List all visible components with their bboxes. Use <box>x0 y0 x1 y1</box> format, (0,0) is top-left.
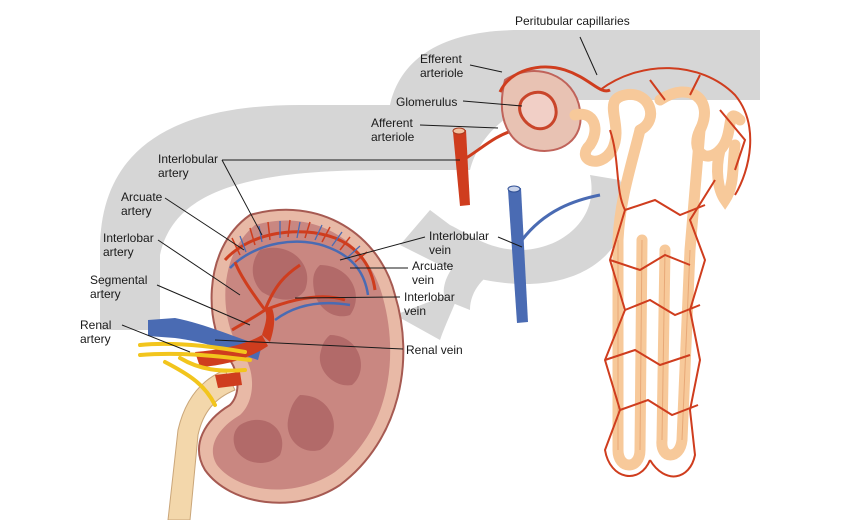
label-efferent-arteriole: Efferent arteriole <box>420 52 464 80</box>
leader-interlobar-vein <box>294 296 401 299</box>
segmental-artery-vessel <box>262 308 275 342</box>
leader-interlobular-artery <box>221 159 460 236</box>
interlobular-artery-tube <box>453 130 470 206</box>
renal-artery-lower-vessel <box>215 372 242 388</box>
label-peritubular-capillaries: Peritubular capillaries <box>515 14 630 28</box>
leader-segmental-artery <box>156 284 251 326</box>
label-interlobular-artery: Interlobular artery <box>158 152 219 180</box>
leader-renal-vein <box>214 339 404 350</box>
blood-flow-arrow <box>100 30 760 330</box>
label-glomerulus: Glomerulus <box>396 95 458 109</box>
leader-interlobar-artery <box>157 239 241 296</box>
label-segmental-artery: Segmental artery <box>90 273 148 301</box>
label-renal-artery: Renal artery <box>80 318 112 346</box>
peritubular-capillary-network <box>599 67 752 478</box>
ureter <box>167 369 236 520</box>
label-interlobar-vein: Interlobar vein <box>404 290 455 318</box>
interlobular-small-veins <box>239 221 361 258</box>
leader-arcuate-artery <box>164 197 245 251</box>
return-flow-body <box>443 250 500 310</box>
kidney-medulla-pyramid <box>287 395 334 451</box>
label-interlobar-artery: Interlobar artery <box>103 231 154 259</box>
interlobar-vein-vessel <box>274 301 351 322</box>
kidney-medulla-pyramid <box>319 335 361 386</box>
leader-glomerulus <box>462 100 523 107</box>
efferent-arteriole-vessel <box>498 65 611 93</box>
kidney-medulla-pyramid <box>252 247 308 300</box>
leader-efferent <box>469 64 503 73</box>
arcuate-vein-vessel <box>229 240 370 296</box>
vein-from-capillaries <box>520 193 601 241</box>
leader-peritubular <box>579 36 598 76</box>
label-interlobular-vein: Interlobular vein <box>429 229 490 257</box>
label-arcuate-vein: Arcuate vein <box>412 259 454 287</box>
label-arcuate-artery: Arcuate artery <box>121 190 163 218</box>
leader-lines <box>121 36 598 353</box>
kidney <box>198 208 405 504</box>
interlobular-artery-tube-end <box>452 127 466 135</box>
interlobular-vein-tube-end <box>507 185 521 193</box>
interlobular-vein-tube <box>508 188 528 323</box>
nephron <box>498 65 752 478</box>
return-flow-arrowhead <box>395 290 460 340</box>
kidney-medulla-pyramid <box>233 419 283 464</box>
renal-tubules <box>569 86 746 471</box>
leader-interlobular-vein <box>339 236 523 261</box>
return-flow-arrow <box>400 175 627 285</box>
renal-nerve-bundle <box>138 341 252 407</box>
interlobar-artery-vessel <box>231 261 346 332</box>
leader-renal-artery <box>121 324 191 353</box>
leader-afferent <box>419 124 499 129</box>
interlobular-small-vessels <box>231 219 368 263</box>
renal-tubules-outline <box>617 239 691 451</box>
label-afferent-arteriole: Afferent arteriole <box>371 116 415 144</box>
glomerulus-tuft <box>518 90 558 131</box>
label-renal-vein: Renal vein <box>406 343 463 357</box>
